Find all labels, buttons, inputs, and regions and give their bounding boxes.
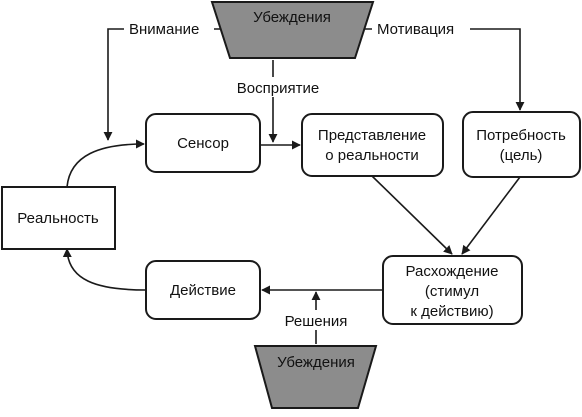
edge-motivation bbox=[364, 28, 525, 111]
node-beliefs-bottom: Убеждения bbox=[253, 345, 378, 409]
edge-action-reality bbox=[62, 248, 147, 291]
node-beliefs-top: Убеждения bbox=[210, 1, 375, 59]
node-discrepancy-line2: (стимул bbox=[425, 283, 479, 300]
node-sensor-label: Сенсор bbox=[177, 135, 229, 152]
label-motivation-text: Мотивация bbox=[377, 21, 454, 38]
node-beliefs-top-label: Убеждения bbox=[253, 9, 331, 26]
node-representation: Представление о реальности bbox=[301, 113, 444, 177]
label-perception-text: Восприятие bbox=[237, 80, 319, 97]
node-beliefs-bottom-label: Убеждения bbox=[277, 354, 355, 371]
node-need-line2: (цель) bbox=[500, 147, 543, 164]
node-discrepancy-line1: Расхождение bbox=[406, 263, 499, 280]
node-representation-line1: Представление bbox=[318, 127, 426, 144]
node-action: Действие bbox=[145, 260, 261, 320]
label-perception: Восприятие bbox=[228, 77, 328, 97]
label-decisions: Решения bbox=[278, 310, 354, 330]
label-attention-text: Внимание bbox=[129, 21, 199, 38]
label-attention: Внимание bbox=[124, 18, 214, 38]
edge-need-discrepancy bbox=[461, 176, 521, 255]
edge-representation-discrepancy bbox=[371, 175, 453, 255]
node-reality-label: Реальность bbox=[17, 210, 99, 227]
label-motivation: Мотивация bbox=[372, 18, 470, 38]
node-sensor: Сенсор bbox=[145, 113, 261, 173]
edge-reality-sensor bbox=[66, 139, 145, 188]
node-need-line1: Потребность bbox=[476, 127, 566, 144]
node-need: Потребность (цель) bbox=[462, 111, 581, 178]
node-reality: Реальность bbox=[1, 186, 116, 250]
node-representation-line2: о реальности bbox=[325, 147, 418, 164]
label-decisions-text: Решения bbox=[285, 313, 348, 330]
node-discrepancy-line3: к действию) bbox=[410, 303, 493, 320]
node-action-label: Действие bbox=[170, 282, 236, 299]
node-discrepancy: Расхождение (стимул к действию) bbox=[382, 255, 523, 325]
